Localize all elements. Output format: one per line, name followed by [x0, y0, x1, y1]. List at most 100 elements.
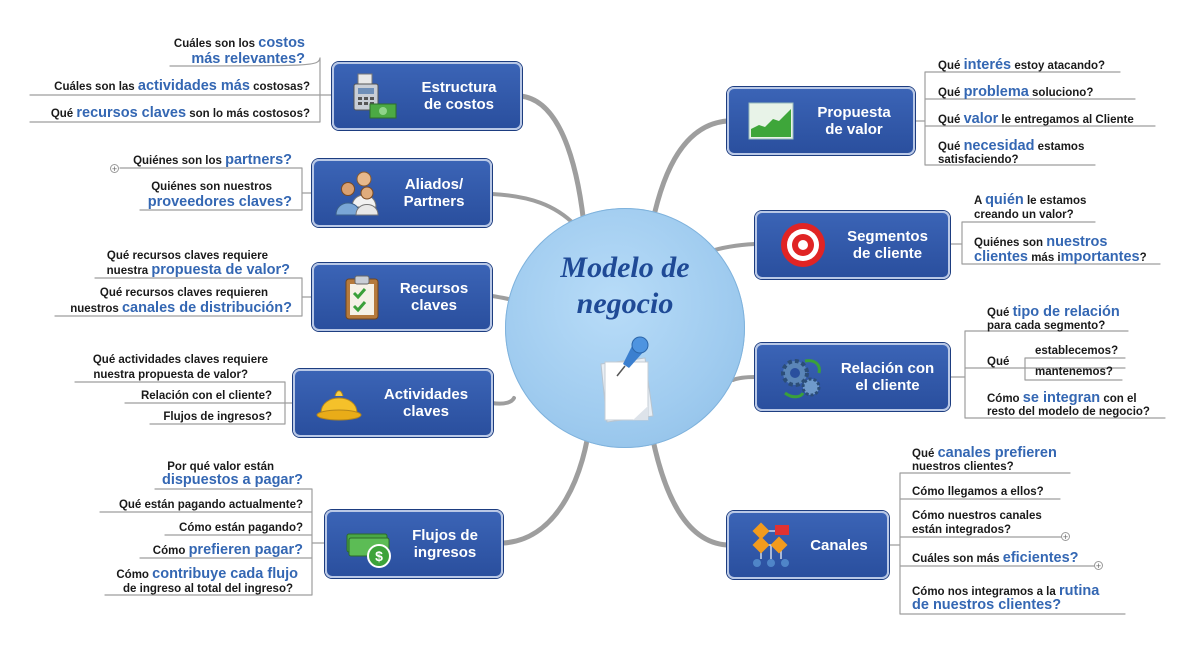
question-fragment: Cuáles son las	[54, 81, 138, 93]
node-actividades-claves[interactable]: Actividades claves	[293, 369, 493, 437]
highlighted-term: canales de distribución?	[121, 300, 292, 316]
question-text: Cómo prefieren pagar?	[153, 543, 303, 558]
question-fragment: Cómo nuestros canales	[912, 510, 1042, 522]
node-label: Actividades claves	[383, 386, 469, 420]
people-icon	[335, 171, 379, 216]
question-fragment: costosas?	[249, 81, 310, 93]
question-fragment: estoy atacando?	[1011, 60, 1106, 72]
node-segmentos-de-cliente[interactable]: Segmentos de cliente	[755, 211, 950, 279]
highlighted-term: dispuestos a pagar?	[161, 472, 303, 488]
central-topic-title: Modelo de negocio	[560, 251, 690, 320]
question-fragment: para cada segmento?	[987, 320, 1106, 332]
node-recursos-claves[interactable]: Recursos claves	[312, 263, 492, 331]
question-text: nuestros clientes?	[912, 460, 1014, 474]
question-fragment: A	[974, 195, 986, 207]
question-text: Qué	[987, 355, 1009, 369]
node-canales[interactable]: Canales	[727, 511, 889, 579]
question-fragment: Cómo	[152, 545, 189, 557]
node-label: Relación con el cliente	[840, 360, 935, 394]
node-label: Canales	[810, 536, 868, 554]
question-fragment: están integrados?	[912, 524, 1012, 536]
question-fragment: Qué recursos claves requiere	[106, 250, 268, 262]
question-text: Cuáles son los costos	[174, 36, 305, 51]
node-label: Segmentos de cliente	[847, 228, 928, 262]
question-text: satisfaciendo?	[938, 153, 1019, 167]
node-flujos-de-ingresos[interactable]: $ Flujos de ingresos	[325, 510, 503, 578]
question-text: Cuáles son las actividades más costosas?	[54, 79, 310, 94]
highlighted-term: valor	[963, 111, 999, 127]
question-fragment: creando un valor?	[974, 209, 1074, 221]
question-text: Cómo están pagando?	[179, 521, 303, 535]
question-text: Qué recursos claves son lo más costosos?	[51, 106, 310, 121]
node-label: Propuesta de valor	[817, 104, 891, 138]
question-text: Qué necesidad estamos	[938, 139, 1084, 154]
question-fragment: nuestra	[106, 265, 152, 277]
question-fragment: Cuáles son más	[912, 553, 1003, 565]
question-fragment: más i	[1028, 252, 1061, 264]
money-icon: $	[346, 533, 391, 568]
question-fragment: Qué	[938, 87, 964, 99]
highlighted-term: más relevantes?	[191, 51, 305, 67]
question-text: resto del modelo de negocio?	[987, 405, 1150, 419]
question-fragment: Qué	[912, 448, 938, 460]
question-fragment: Cómo nos integramos a la	[912, 586, 1059, 598]
question-text: dispuestos a pagar?	[162, 473, 303, 488]
clipboard-check-icon	[345, 275, 379, 320]
target-icon	[781, 223, 825, 267]
question-text: Qué tipo de relación	[987, 305, 1120, 320]
question-text: Cómo nos integramos a la rutina	[912, 584, 1099, 599]
question-text: Cómo llegamos a ellos?	[912, 485, 1044, 499]
question-text: establecemos?	[1035, 344, 1118, 358]
question-fragment: Qué	[987, 307, 1013, 319]
question-text: mantenemos?	[1035, 365, 1113, 379]
question-fragment: Quiénes son nuestros	[151, 181, 272, 193]
question-text: Quiénes son los partners?	[133, 153, 292, 168]
question-text: clientes más importantes?	[974, 250, 1147, 265]
highlighted-term: mportantes	[1060, 249, 1140, 265]
question-fragment: le estamos	[1023, 195, 1087, 207]
question-text: Qué están pagando actualmente?	[119, 498, 303, 512]
highlighted-term: nuestros	[1046, 234, 1108, 250]
highlighted-term: quién	[985, 192, 1024, 208]
question-fragment: Qué recursos claves requieren	[99, 287, 268, 299]
growth-chart-icon	[748, 102, 794, 140]
question-fragment: Cómo están pagando?	[179, 522, 303, 534]
question-text: Qué recursos claves requiere	[107, 249, 268, 263]
question-fragment: Cómo	[116, 569, 153, 581]
question-fragment: Qué	[50, 108, 77, 120]
highlighted-term: tipo de relación	[1012, 304, 1120, 320]
question-fragment: de ingreso al total del ingreso?	[123, 583, 293, 595]
node-propuesta-de-valor[interactable]: Propuesta de valor	[727, 87, 915, 155]
question-fragment: Cuáles son los	[173, 38, 259, 50]
question-text: Qué recursos claves requieren	[100, 286, 268, 300]
cash-register-icon	[353, 73, 397, 119]
highlighted-term: canales prefieren	[937, 445, 1057, 461]
question-text: Quiénes son nuestros	[974, 235, 1107, 250]
expand-toggle-icon[interactable]: +	[1094, 561, 1103, 571]
question-fragment: nuestra propuesta de valor?	[93, 369, 248, 381]
question-fragment: Relación con el cliente?	[140, 390, 272, 402]
highlighted-term: clientes	[974, 249, 1028, 265]
hard-hat-icon	[316, 390, 362, 421]
question-text: Cómo nuestros canales	[912, 509, 1042, 523]
question-fragment: estamos	[1034, 141, 1085, 153]
node-estructura-de-costos[interactable]: Estructura de costos	[332, 62, 522, 130]
question-fragment: resto del modelo de negocio?	[987, 406, 1150, 418]
node-aliados-partners[interactable]: Aliados/ Partners	[312, 159, 492, 227]
notepad-pin-icon	[600, 336, 654, 423]
question-fragment: Qué actividades claves requiere	[92, 354, 268, 366]
question-fragment: son lo más costosos?	[186, 108, 310, 120]
node-label: Flujos de ingresos	[412, 527, 478, 561]
question-text: Relación con el cliente?	[141, 389, 272, 403]
central-topic[interactable]: Modelo de negocio	[505, 208, 745, 448]
node-relacion-con-el-cliente[interactable]: Relación con el cliente	[755, 343, 950, 411]
expand-toggle-icon[interactable]: +	[1061, 532, 1070, 542]
highlighted-term: se integran	[1022, 390, 1101, 406]
highlighted-term: de nuestros clientes?	[912, 597, 1062, 613]
question-text: A quién le estamos	[974, 193, 1086, 208]
expand-toggle-icon[interactable]: +	[110, 164, 119, 174]
question-text: Qué problema soluciono?	[938, 85, 1093, 100]
question-text: de ingreso al total del ingreso?	[123, 582, 293, 596]
question-text: proveedores claves?	[148, 195, 292, 210]
